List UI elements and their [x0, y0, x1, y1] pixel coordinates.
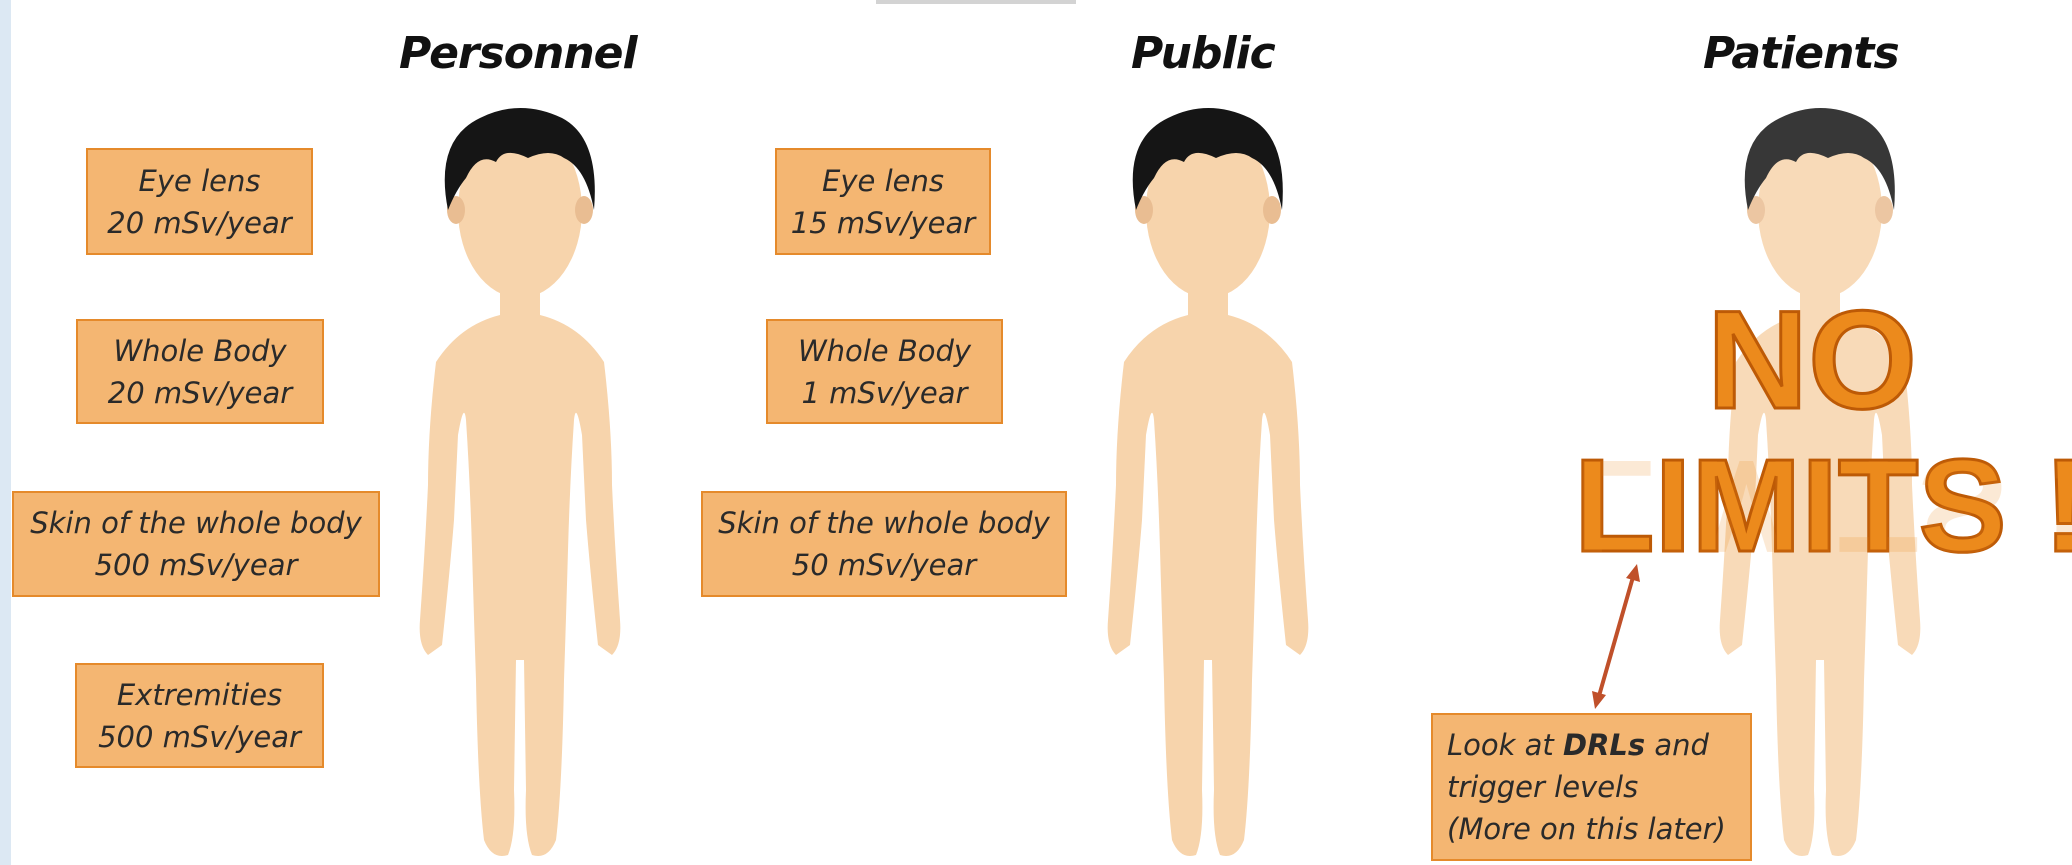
drl-bold: DRLs [1563, 728, 1645, 762]
note-line-1: Look at DRLs and [1447, 724, 1709, 766]
double-arrow-icon [11, 0, 2072, 865]
slide: Personnel Public Patients Eye lens 20 mS… [11, 0, 2072, 865]
drl-note-box: Look at DRLs and trigger levels (More on… [1431, 713, 1752, 861]
note-line-3: (More on this later) [1447, 808, 1726, 850]
note-line-2: trigger levels [1447, 766, 1638, 808]
